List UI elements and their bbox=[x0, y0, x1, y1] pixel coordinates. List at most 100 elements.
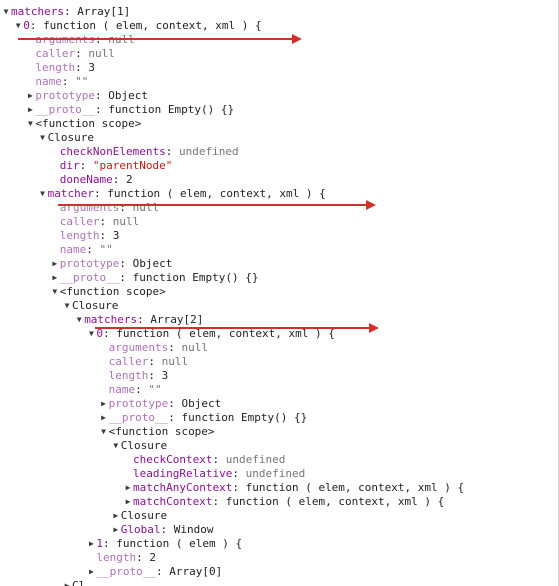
property-value: undefined bbox=[245, 467, 306, 480]
property-value: null bbox=[88, 47, 115, 60]
triangle-down-icon[interactable]: ▼ bbox=[40, 133, 45, 142]
tree-row[interactable]: ▶prototype: Object bbox=[50, 257, 173, 271]
tree-row[interactable]: ▼Closure bbox=[38, 131, 94, 145]
tree-row[interactable]: ▼<function scope> bbox=[99, 425, 214, 439]
key-separator: : bbox=[95, 89, 109, 102]
triangle-right-icon[interactable]: ▶ bbox=[27, 91, 33, 100]
tree-row[interactable]: ▼matchers: Array[1] bbox=[1, 5, 131, 19]
tree-row[interactable]: ▶prototype: Object bbox=[25, 89, 148, 103]
annotation-arrow-3-head bbox=[369, 323, 379, 333]
triangle-down-icon[interactable]: ▼ bbox=[15, 21, 21, 30]
tree-row[interactable]: ▶__proto__: function Empty() {} bbox=[50, 271, 258, 285]
property-value: Array[1] bbox=[77, 5, 131, 18]
tree-row[interactable]: ▶Global: Window bbox=[111, 523, 213, 537]
triangle-right-icon[interactable]: ▶ bbox=[27, 105, 33, 114]
key-separator: : bbox=[148, 369, 162, 382]
triangle-down-icon[interactable]: ▼ bbox=[101, 427, 106, 436]
tree-row[interactable]: ▶__proto__: Array[0] bbox=[86, 565, 222, 579]
triangle-right-icon[interactable]: ▶ bbox=[88, 567, 94, 576]
annotation-arrow-3 bbox=[95, 327, 371, 329]
annotation-arrow-1-head bbox=[292, 34, 302, 44]
triangle-right-icon[interactable]: ▶ bbox=[125, 483, 131, 492]
tree-row[interactable]: ▶1: function ( elem ) { bbox=[86, 537, 242, 551]
triangle-right-icon[interactable]: ▶ bbox=[101, 413, 106, 422]
tree-row[interactable]: length: 3 bbox=[99, 369, 169, 383]
tree-row[interactable]: dir: "parentNode" bbox=[50, 159, 173, 173]
triangle-right-icon[interactable]: ▶ bbox=[52, 273, 58, 282]
tree-row[interactable]: ▶prototype: Object bbox=[99, 397, 221, 411]
tree-row[interactable]: ▼Closure bbox=[62, 299, 119, 313]
property-key: length bbox=[35, 61, 76, 74]
tree-row[interactable]: ▼0: function ( elem, context, xml ) { bbox=[86, 327, 335, 341]
triangle-down-icon[interactable]: ▼ bbox=[64, 301, 70, 310]
triangle-right-icon[interactable]: ▶ bbox=[113, 511, 119, 520]
tree-row[interactable]: name: "" bbox=[99, 383, 162, 397]
key-separator: : bbox=[135, 383, 149, 396]
triangle-right-icon[interactable]: ▶ bbox=[101, 399, 106, 408]
property-value: Object bbox=[108, 89, 148, 102]
property-key: prototype bbox=[35, 89, 95, 102]
tree-row[interactable]: ▶Cl bbox=[62, 579, 86, 586]
triangle-right-icon[interactable]: ▶ bbox=[64, 581, 70, 586]
tree-row[interactable]: length: 2 bbox=[86, 551, 156, 565]
key-separator: : bbox=[148, 355, 162, 368]
key-separator: : bbox=[232, 467, 246, 480]
property-key: matcher bbox=[47, 187, 94, 200]
tree-row[interactable]: name: "" bbox=[25, 75, 88, 89]
tree-row[interactable]: ▶__proto__: function Empty() {} bbox=[25, 103, 234, 117]
property-value: 2 bbox=[149, 551, 157, 564]
key-separator: : bbox=[119, 271, 133, 284]
triangle-down-icon[interactable]: ▼ bbox=[88, 329, 94, 338]
property-value: function Empty() {} bbox=[108, 103, 235, 116]
triangle-down-icon[interactable]: ▼ bbox=[52, 287, 58, 296]
key-separator: : bbox=[168, 397, 182, 410]
property-value: Array[2] bbox=[150, 313, 204, 326]
tree-row[interactable]: ▶__proto__: function Empty() {} bbox=[99, 411, 307, 425]
tree-row[interactable]: checkContext: undefined bbox=[123, 453, 285, 467]
key-separator: : bbox=[112, 173, 127, 186]
tree-row[interactable]: ▶matchContext: function ( elem, context,… bbox=[123, 495, 445, 509]
key-separator: : bbox=[103, 537, 117, 550]
triangle-down-icon[interactable]: ▼ bbox=[76, 315, 82, 324]
scope-label: Closure bbox=[72, 299, 119, 312]
property-value: function ( elem ) { bbox=[116, 537, 243, 550]
tree-row[interactable]: arguments: null bbox=[99, 341, 208, 355]
property-value: function ( elem, context, xml ) { bbox=[245, 481, 465, 494]
property-value: "" bbox=[99, 243, 113, 256]
property-value: 2 bbox=[126, 173, 133, 186]
tree-row[interactable]: name: "" bbox=[50, 243, 113, 257]
triangle-right-icon[interactable]: ▶ bbox=[113, 525, 119, 534]
triangle-down-icon[interactable]: ▼ bbox=[3, 7, 9, 16]
triangle-down-icon[interactable]: ▼ bbox=[40, 189, 45, 198]
tree-row[interactable]: ▼Closure bbox=[111, 439, 167, 453]
tree-row[interactable]: ▼0: function ( elem, context, xml ) { bbox=[13, 19, 262, 33]
triangle-right-icon[interactable]: ▶ bbox=[52, 259, 58, 268]
key-separator: : bbox=[86, 243, 100, 256]
tree-row[interactable]: ▼<function scope> bbox=[50, 285, 165, 299]
triangle-right-icon[interactable]: ▶ bbox=[125, 497, 131, 506]
triangle-down-icon[interactable]: ▼ bbox=[27, 119, 33, 128]
property-value: 3 bbox=[88, 61, 96, 74]
tree-row[interactable]: ▶matchAnyContext: function ( elem, conte… bbox=[123, 481, 465, 495]
tree-row[interactable]: arguments: null bbox=[25, 33, 134, 47]
key-separator: : bbox=[95, 103, 109, 116]
scope-label: Closure bbox=[120, 439, 168, 452]
tree-row[interactable]: ▼matcher: function ( elem, context, xml … bbox=[38, 187, 326, 201]
tree-row[interactable]: leadingRelative: undefined bbox=[123, 467, 305, 481]
tree-row[interactable]: caller: null bbox=[25, 47, 115, 61]
tree-row[interactable]: length: 3 bbox=[50, 229, 120, 243]
tree-row[interactable]: checkNonElements: undefined bbox=[50, 145, 239, 159]
tree-row[interactable]: length: 3 bbox=[25, 61, 95, 75]
tree-row[interactable]: ▼matchers: Array[2] bbox=[74, 313, 204, 327]
key-separator: : bbox=[212, 495, 226, 508]
tree-row[interactable]: caller: null bbox=[50, 215, 140, 229]
tree-row[interactable]: doneName: 2 bbox=[50, 173, 133, 187]
property-value: Object bbox=[132, 257, 173, 270]
tree-row[interactable]: ▶Closure bbox=[111, 509, 167, 523]
tree-row[interactable]: ▼<function scope> bbox=[25, 117, 141, 131]
triangle-right-icon[interactable]: ▶ bbox=[88, 539, 94, 548]
property-value: null bbox=[112, 215, 140, 228]
triangle-down-icon[interactable]: ▼ bbox=[113, 441, 119, 450]
tree-row[interactable]: caller: null bbox=[99, 355, 189, 369]
property-key: checkContext bbox=[133, 453, 213, 466]
